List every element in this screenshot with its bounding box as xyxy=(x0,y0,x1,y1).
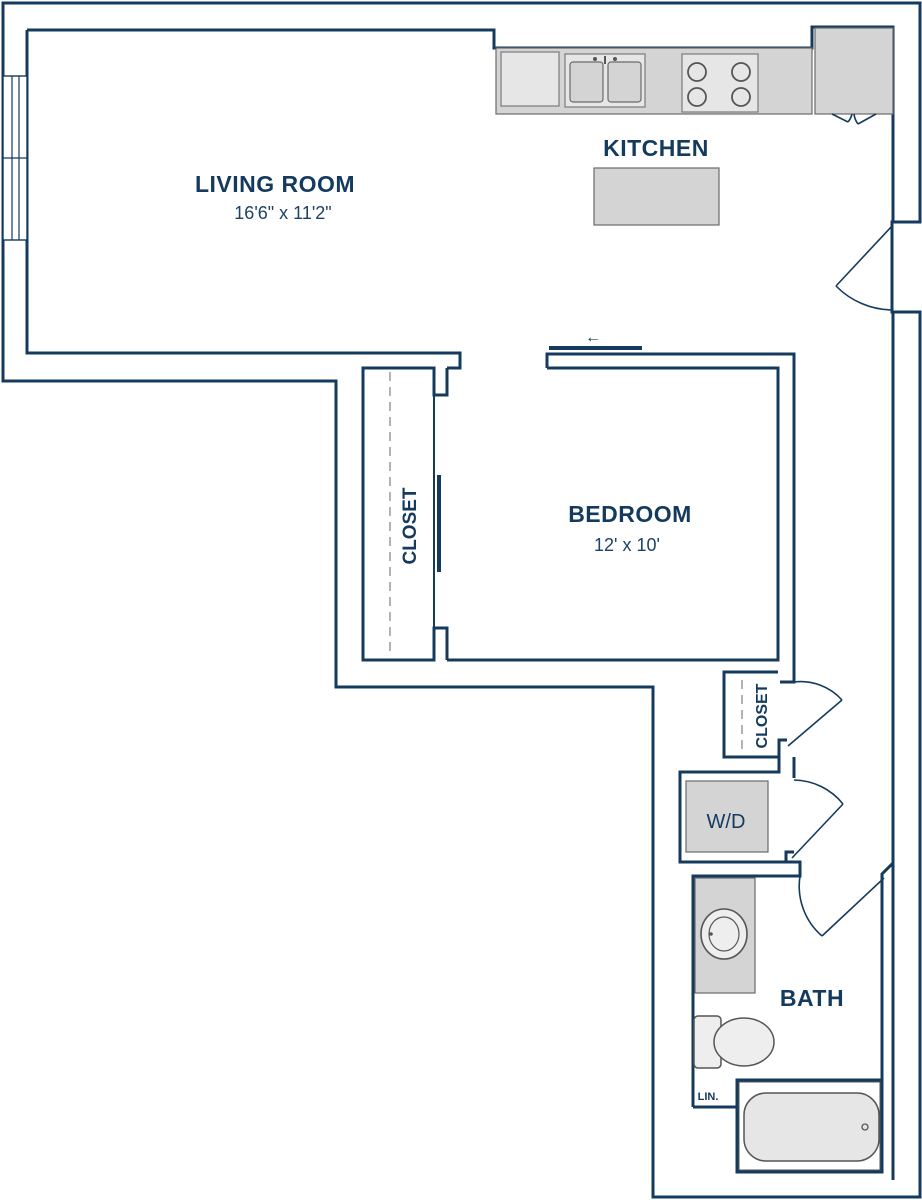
bedroom-closet xyxy=(389,372,441,656)
bath-walls xyxy=(680,860,895,1174)
door-arrow: ← xyxy=(585,329,601,346)
refrigerator-icon xyxy=(814,27,894,125)
entry-door xyxy=(835,225,893,311)
living-room-window xyxy=(2,75,28,241)
living-room-dimensions: 16'6" x 11'2" xyxy=(234,203,331,223)
laundry-closet xyxy=(678,757,844,864)
bedroom-sliding-door: ← xyxy=(549,329,642,350)
kitchen-label: KITCHEN xyxy=(603,135,709,161)
bedroom-walls xyxy=(361,352,796,672)
stove-icon xyxy=(681,53,759,113)
bedroom-dimensions: 12' x 10' xyxy=(594,535,660,555)
washer-dryer-icon xyxy=(685,780,769,853)
kitchen-island xyxy=(593,167,720,226)
washer-dryer-label: W/D xyxy=(707,811,746,833)
bedroom-label: BEDROOM xyxy=(568,501,692,527)
sink-icon xyxy=(564,53,646,108)
bath-fixtures xyxy=(693,877,881,1171)
bathtub-icon xyxy=(738,1081,881,1171)
bedroom-closet-label: CLOSET xyxy=(400,487,421,564)
bath-label: BATH xyxy=(780,985,844,1011)
living-room-label: LIVING ROOM xyxy=(195,171,355,197)
toilet-icon xyxy=(693,1015,775,1069)
hall-closet xyxy=(722,670,843,759)
kitchen-area xyxy=(495,27,894,226)
linen-label: LIN. xyxy=(698,1091,719,1103)
hall-closet-label: CLOSET xyxy=(754,683,771,748)
